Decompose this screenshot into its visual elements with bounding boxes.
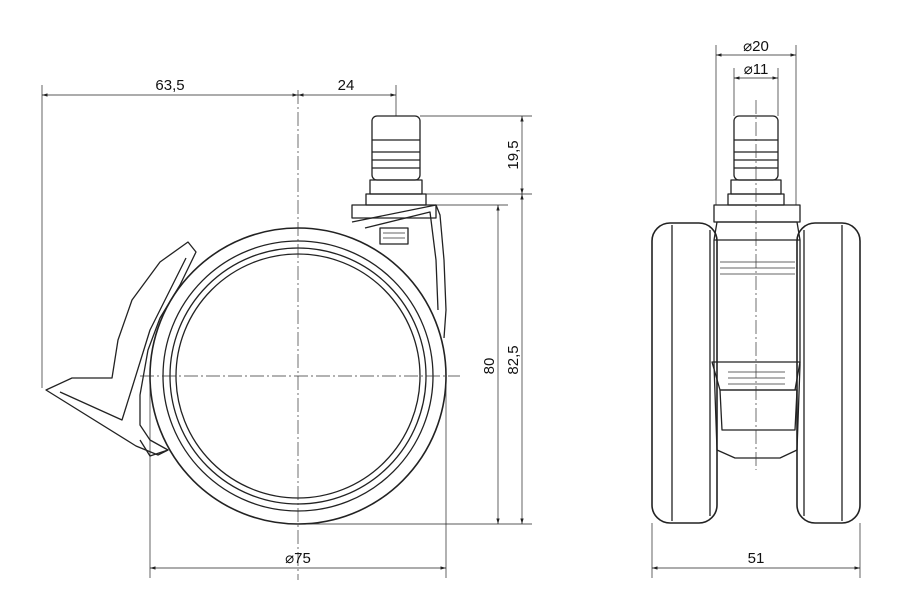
dim-overall-width-text: 51 (748, 550, 765, 567)
side-view (45, 90, 460, 580)
dim-overall-height-text: 82,5 (505, 345, 522, 374)
dim-stem-diameters: ⌀20 ⌀11 (715, 38, 797, 205)
fork-housing (351, 204, 447, 339)
hub-body (711, 204, 801, 459)
right-tyre (796, 222, 861, 524)
dim-stem-outer-diameter-text: ⌀20 (743, 38, 769, 55)
dim-top-horizontal: 63,5 24 (41, 77, 397, 388)
dim-left-offset: 63,5 (155, 77, 184, 94)
dim-stem-height-text: 19,5 (505, 140, 522, 169)
front-view (651, 100, 861, 524)
stem-side (365, 115, 427, 206)
left-tyre (651, 222, 718, 524)
dim-vertical-heights: 80 82,5 (298, 194, 532, 525)
dim-wheel-diameter-text: ⌀75 (285, 550, 311, 567)
dim-overall-width: 51 (651, 523, 861, 578)
dim-stem-height: 19,5 (420, 115, 532, 195)
dim-wheel-diameter: ⌀75 (149, 380, 447, 578)
dim-stem-offset: 24 (338, 77, 355, 94)
brand-label (379, 227, 409, 245)
dim-wheel-height-text: 80 (481, 358, 498, 375)
dim-stem-inner-diameter-text: ⌀11 (744, 61, 769, 78)
